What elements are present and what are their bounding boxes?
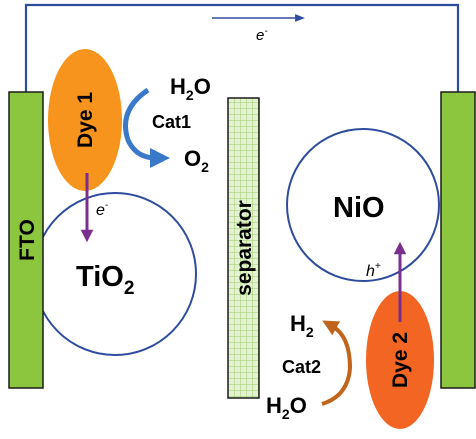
fto-label: FTO (16, 219, 39, 261)
reduction-product-label: H2 (290, 311, 314, 340)
dye1-molecule (48, 49, 122, 191)
oxidation-reactant-label: H2O (170, 74, 211, 103)
cat1-reaction-arrow (123, 87, 170, 168)
right-electrode (440, 91, 476, 389)
oxidation-product-label: O2 (184, 146, 209, 175)
external-circuit-wire (24, 3, 460, 92)
left-fto-electrode (8, 91, 44, 389)
cat2-reaction-arrow (321, 320, 353, 406)
dye1-label: Dye 1 (74, 92, 97, 148)
injected-electron-label: e- (96, 200, 109, 219)
cat1-label: Cat1 (152, 112, 191, 132)
dye2-label: Dye 2 (389, 332, 412, 388)
nio-label: NiO (333, 192, 385, 224)
dye2-molecule (366, 291, 434, 429)
hole-label: h+ (366, 261, 381, 280)
separator-membrane (227, 97, 260, 399)
tio2-label: TiO2 (76, 261, 134, 299)
separator-label: separator (233, 200, 256, 296)
cat2-label: Cat2 (282, 357, 321, 377)
external-electron-label: e- (256, 26, 268, 44)
reduction-reactant-label: H2O (266, 393, 307, 422)
